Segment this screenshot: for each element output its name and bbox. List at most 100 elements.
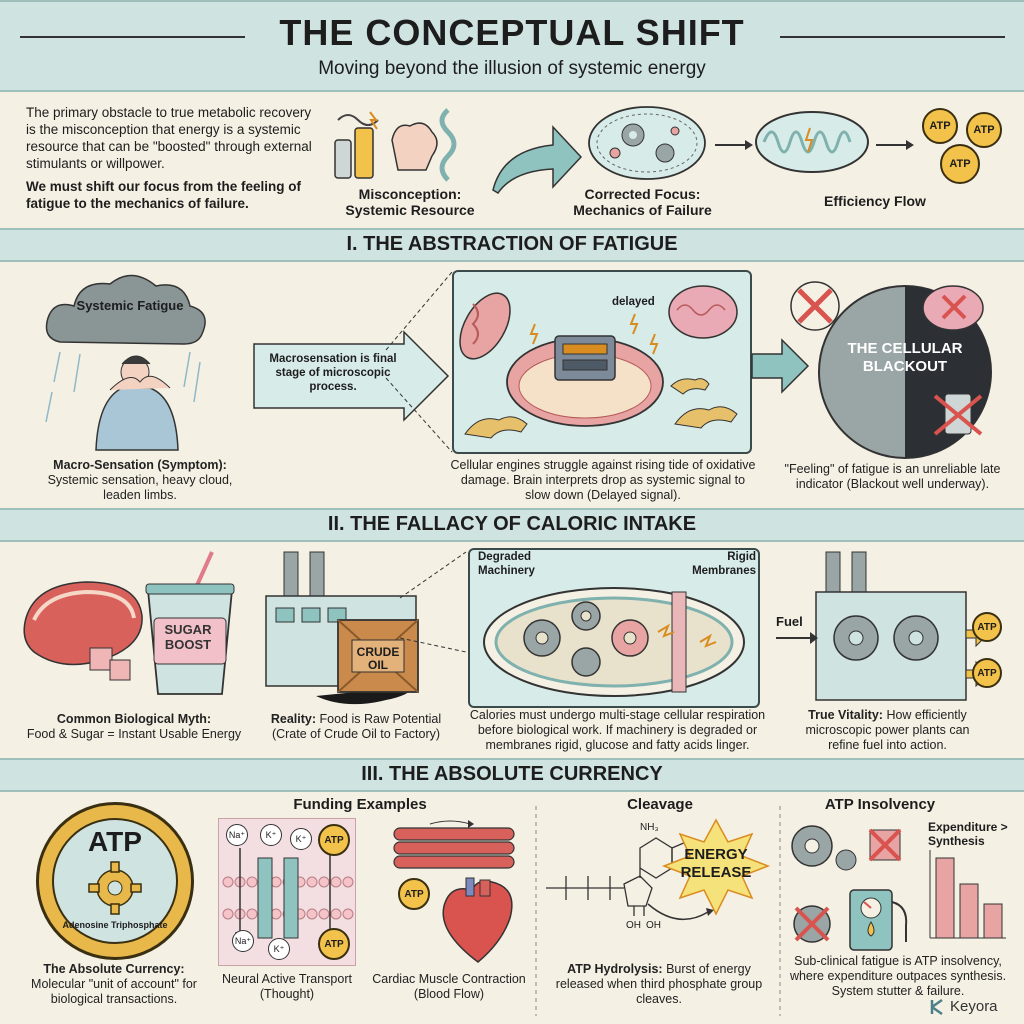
section-2-banner: [0, 508, 1024, 542]
macro-sensation-text: Systemic sensation, heavy cloud, leaden …: [47, 473, 233, 502]
atp-coin-big-label: ATP: [88, 826, 142, 857]
atp-molecule-illustration: [546, 818, 771, 921]
zoom-lines: [385, 271, 453, 453]
degraded-mitochondrion-illustration: [483, 587, 745, 697]
insolvency-bar-chart: [929, 850, 1006, 939]
muscle-fiber-icon: [393, 820, 515, 869]
rain-cloud-icon: [45, 274, 206, 451]
atp-coin-icon: ATP: [318, 824, 350, 856]
steak-icon: [23, 581, 143, 681]
cloud-label: Systemic Fatigue: [76, 298, 184, 313]
atp-coin-icon: ATP: [940, 144, 980, 184]
absolute-currency-caption: The Absolute Currency: Molecular "unit o…: [14, 962, 214, 1007]
delayed-label: delayed: [612, 296, 655, 308]
page-title: THE CONCEPTUAL SHIFT: [279, 12, 745, 53]
atp-hydrolysis-text: Burst of energy released when third phos…: [555, 962, 763, 1006]
mitochondrion-icon: [755, 111, 869, 173]
vitality-caption: True Vitality: How efficiently microscop…: [790, 708, 985, 753]
oh-label-1: OH: [626, 920, 641, 931]
intro-paragraph: The primary obstacle to true metabolic r…: [26, 105, 312, 171]
zoom-lines-2: [399, 551, 467, 653]
atp-hydrolysis-title: ATP Hydrolysis:: [567, 962, 663, 976]
degraded-machinery-label: Degraded Machinery: [478, 551, 535, 577]
cellular-engines-caption: Cellular engines struggle against rising…: [450, 458, 756, 502]
divider-dashed-2: [779, 806, 781, 1016]
myth-title: Common Biological Myth:: [56, 712, 212, 726]
cellular-blackout-illustration: [790, 281, 992, 459]
refinery-factory-icon: [776, 551, 989, 701]
feeling-fatigue-caption: "Feeling" of fatigue is an unreliable la…: [784, 462, 1001, 491]
absolute-currency-text: Molecular "unit of account" for biologic…: [31, 977, 197, 1006]
atp-hydrolysis-caption: ATP Hydrolysis: Burst of energy released…: [544, 962, 774, 1007]
reality-caption: Reality: Food is Raw Potential (Crate of…: [256, 712, 456, 742]
section-1-title: I. THE ABSTRACTION OF FATIGUE: [346, 233, 678, 255]
myth-caption: Common Biological Myth: Food & Sugar = I…: [14, 712, 254, 742]
atp-coin-inner: [52, 818, 178, 944]
crude-oil-label: CRUDE OIL: [356, 645, 400, 672]
myth-text: Food & Sugar = Instant Usable Energy: [26, 727, 242, 741]
fuel-label: Fuel: [776, 614, 803, 629]
cleavage-title: Cleavage: [627, 796, 693, 813]
heart-icon: [442, 877, 513, 963]
reality-title: Reality:: [270, 712, 317, 726]
header-rule-left: [20, 36, 245, 38]
atp-coin-ring-label: Adenosine Triphosphate: [62, 920, 168, 930]
sodium-ion-icon: Na⁺: [232, 930, 254, 952]
vitality-title: True Vitality:: [808, 708, 883, 722]
divider-dashed-1: [535, 806, 537, 1016]
curved-arrow-icon: [492, 125, 583, 195]
macro-sensation-title: Macro-Sensation (Symptom):: [53, 458, 227, 472]
macrosensation-arrow: [253, 330, 450, 422]
oh-label-2: OH: [646, 920, 661, 931]
section-3-title: III. THE ABSOLUTE CURRENCY: [361, 763, 663, 785]
keyora-logo-icon: [930, 998, 943, 1016]
expenditure-synthesis-label: Expenditure > Synthesis: [928, 820, 1008, 848]
atp-coin-icon: ATP: [972, 658, 1002, 688]
sugar-cup-icon: [145, 551, 235, 695]
header-banner: [0, 0, 1024, 92]
rigid-membranes-label: Rigid Membranes: [692, 551, 756, 577]
flow-arrow-2: [876, 140, 914, 150]
atp-insolvency-title: ATP Insolvency: [824, 796, 936, 813]
cell-gears-icon: [588, 106, 706, 180]
membrane-transport-illustration: [222, 844, 354, 940]
potassium-ion-icon: K⁺: [268, 938, 290, 960]
vitality-text: How efficiently microscopic power plants…: [805, 708, 970, 752]
atp-coin-icon: ATP: [972, 612, 1002, 642]
atp-coin-icon: ATP: [922, 108, 958, 144]
cellular-blackout-text: THE CELLULAR BLACKOUT: [847, 340, 963, 375]
flow-arrow-1: [715, 140, 753, 150]
corrected-focus-label: Corrected Focus: Mechanics of Failure: [573, 186, 712, 218]
crude-oil-crate-icon: [337, 619, 419, 693]
energy-release-label: ENERGY RELEASE: [680, 846, 752, 881]
subclinical-fatigue-caption: Sub-clinical fatigue is ATP insolvency, …: [789, 954, 1007, 998]
atp-coin-icon: ATP: [398, 878, 430, 910]
funding-examples-title: Funding Examples: [293, 796, 427, 813]
macro-sensation-caption: Macro-Sensation (Symptom): Systemic sens…: [30, 458, 250, 503]
gear-icon: [88, 861, 142, 915]
brand-name: Keyora: [950, 998, 998, 1015]
reality-text: Food is Raw Potential (Crate of Crude Oi…: [271, 712, 442, 741]
calories-caption: Calories must undergo multi-stage cellul…: [469, 708, 766, 752]
page-subtitle: Moving beyond the illusion of systemic e…: [318, 58, 706, 79]
mitochondria-engine-illustration: [459, 285, 738, 439]
misconception-label: Misconception: Systemic Resource: [345, 186, 475, 218]
section-2-title: II. THE FALLACY OF CALORIC INTAKE: [327, 513, 697, 535]
atp-coin-icon: ATP: [966, 112, 1002, 148]
neural-transport-caption: Neural Active Transport (Thought): [222, 972, 352, 1001]
sodium-ion-icon: Na⁺: [226, 824, 248, 846]
section-3-banner: [0, 758, 1024, 792]
cardiac-contraction-caption: Cardiac Muscle Contraction (Blood Flow): [372, 972, 526, 1001]
macrosensation-text: Macrosensation is final stage of microsc…: [269, 353, 397, 393]
atp-coin-icon: ATP: [318, 928, 350, 960]
header-rule-right: [780, 36, 1005, 38]
stimulant-icon: [334, 108, 457, 182]
potassium-ion-icon: K⁺: [290, 828, 312, 850]
absolute-currency-title: The Absolute Currency:: [43, 962, 185, 976]
efficiency-flow-label: Efficiency Flow: [824, 193, 926, 209]
section-1-banner: [0, 228, 1024, 262]
intro-emphasis: We must shift our focus from the feeling…: [26, 179, 302, 211]
potassium-ion-icon: K⁺: [260, 824, 282, 846]
blackout-arrow: [751, 338, 810, 394]
insolvency-illustration: [791, 825, 908, 951]
